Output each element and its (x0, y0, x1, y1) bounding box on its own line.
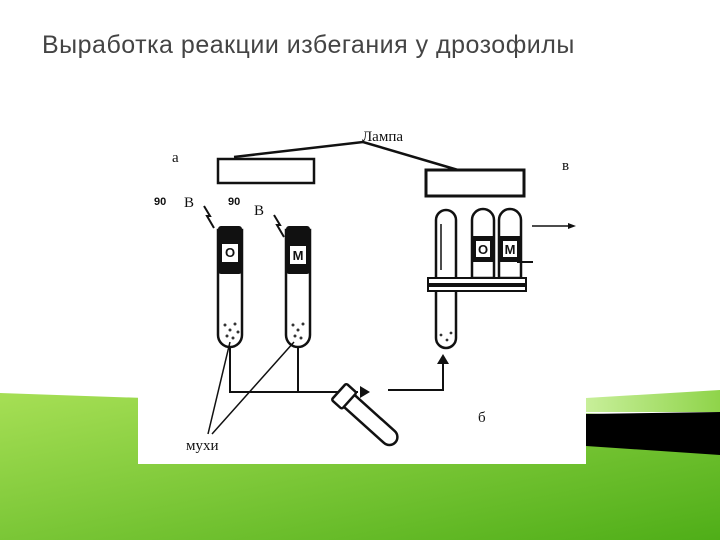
flies-2 (291, 322, 305, 340)
lamp-wire (233, 140, 459, 172)
green-stripe (586, 390, 720, 412)
label-a: а (172, 150, 179, 166)
black-stripe (586, 412, 720, 455)
label-b: б (478, 410, 486, 426)
experiment-diagram: Лампа а в 90 В 90 В О М (138, 120, 586, 464)
tube-2: М (284, 226, 312, 349)
flies-pointer-2 (211, 341, 295, 435)
tube1-zap (203, 205, 215, 229)
flies-1 (223, 322, 240, 340)
rack-tube2-letter: М (505, 242, 516, 257)
tube2-letter: В (254, 203, 264, 219)
lamp-v (424, 168, 526, 198)
flies-label: мухи (186, 438, 219, 454)
lamp-a (216, 157, 316, 185)
tube-rack: О М (427, 207, 533, 350)
tube2-zap (273, 214, 285, 238)
transfer-tube (331, 382, 399, 447)
tube1-number: 90 (154, 196, 166, 208)
tube-1: О (216, 226, 244, 349)
tube1-letter: В (184, 195, 194, 211)
flies-pointer-1 (207, 341, 231, 435)
flow-line-1 (229, 348, 358, 393)
diagram-drawing: Лампа а в 90 В 90 В О М (154, 129, 576, 454)
flow-arrowhead-1 (360, 386, 370, 398)
rack-tube1-letter: О (478, 242, 488, 257)
tube2-cap-letter: М (293, 248, 304, 263)
label-v: в (562, 158, 569, 174)
flow-line-3 (388, 362, 444, 391)
tube2-number: 90 (228, 196, 240, 208)
lamp-label: Лампа (362, 129, 403, 145)
slide-title: Выработка реакции избегания у дрозофилы (42, 31, 575, 59)
tube1-cap-letter: О (225, 245, 235, 260)
flow-arrowhead-2 (437, 354, 449, 364)
light-arrowhead (568, 223, 576, 229)
